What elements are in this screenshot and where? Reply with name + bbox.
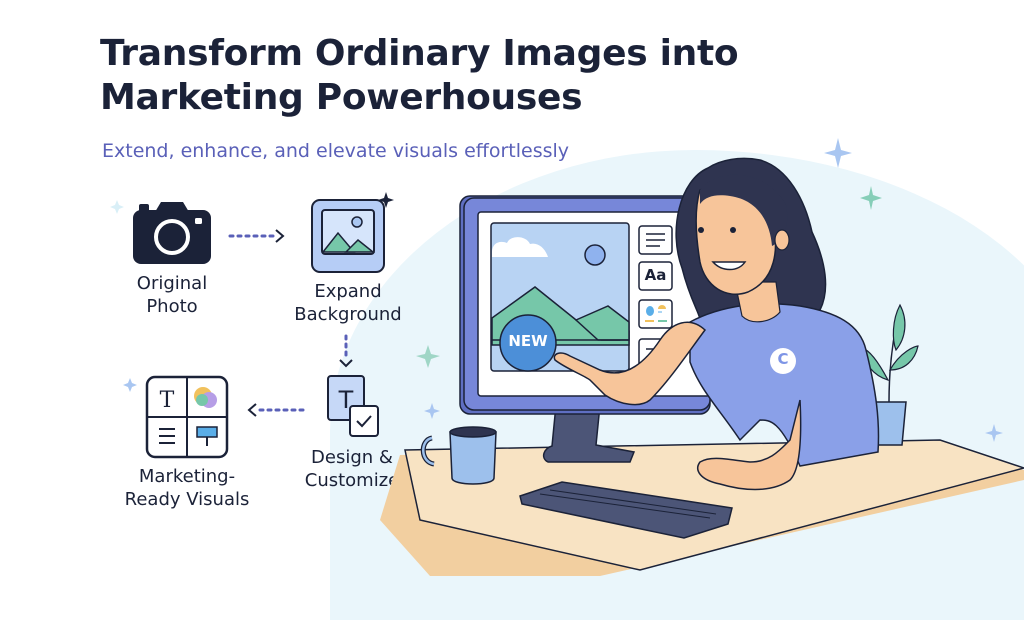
shirt-logo-letter: C <box>777 350 789 368</box>
marketing-grid-icon: T <box>145 375 229 459</box>
illustration-woman-at-computer: NEW Aa C <box>110 138 1024 576</box>
arrow-right-icon <box>228 228 288 244</box>
arrow-down-icon <box>338 334 354 370</box>
coffee-mug <box>420 426 497 485</box>
step-label: Design & Customize <box>304 447 400 491</box>
step-marketing-ready-visuals: T Marketing- Ready Visuals <box>112 375 262 511</box>
camera-icon <box>131 200 213 266</box>
pointing-arm <box>553 321 707 406</box>
step-label: Original Photo <box>136 273 208 317</box>
shirt <box>689 302 880 467</box>
monitor-stand <box>542 404 636 463</box>
step-label: Marketing- Ready Visuals <box>124 466 250 510</box>
typing-arm <box>697 399 802 491</box>
step-label: Expand Background <box>294 281 402 325</box>
text-tool-label: Aa <box>644 266 667 284</box>
design-customize-icon: T <box>320 372 384 440</box>
keyboard <box>519 481 733 539</box>
step-expand-background: Expand Background <box>278 192 418 326</box>
image-expand-icon <box>298 192 398 274</box>
new-badge <box>499 314 557 372</box>
svg-text:T: T <box>160 388 175 413</box>
arrow-left-icon <box>246 402 306 418</box>
title-line-2: Marketing Powerhouses <box>100 77 583 118</box>
page-title: Transform Ordinary Images into Marketing… <box>100 32 739 120</box>
title-line-1: Transform Ordinary Images into <box>100 33 739 74</box>
new-badge-text: NEW <box>508 332 548 350</box>
step-original-photo: Original Photo <box>112 200 232 318</box>
sparkle-icon <box>110 138 1003 442</box>
shirt-logo <box>770 348 796 374</box>
step-design-customize: T Design & Customize <box>282 372 422 492</box>
page-subtitle: Extend, enhance, and elevate visuals eff… <box>102 140 570 162</box>
plant <box>861 303 919 446</box>
